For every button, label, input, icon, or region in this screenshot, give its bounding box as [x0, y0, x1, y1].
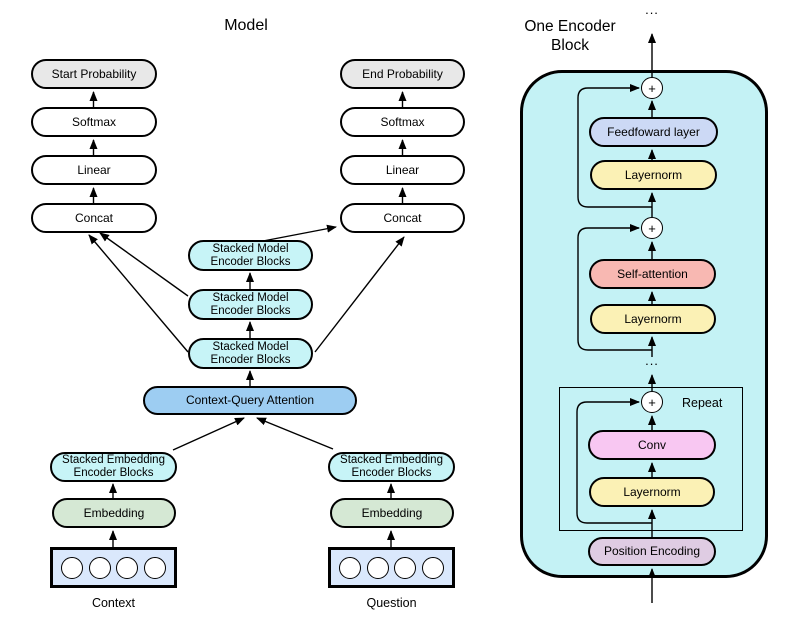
token-circle — [394, 556, 417, 579]
question-token-box — [328, 547, 455, 588]
node-stacked-model-encoder-2: Stacked Model Encoder Blocks — [188, 289, 313, 320]
node-start-probability: Start Probability — [31, 59, 157, 89]
token-circle — [366, 556, 389, 579]
token-circle — [421, 556, 444, 579]
skip-connection-conv — [576, 398, 652, 524]
arrow-stack1-to-concat-right — [314, 236, 405, 353]
repeat-label: Repeat — [682, 396, 723, 410]
node-position-encoding: Position Encoding — [588, 537, 716, 566]
node-concat-left: Concat — [31, 203, 157, 233]
context-label: Context — [91, 596, 136, 610]
node-conv: Conv — [588, 430, 716, 460]
context-token-box — [50, 547, 177, 588]
node-softmax-right: Softmax — [340, 107, 465, 137]
arrow-stack1-to-concat-left — [88, 234, 189, 353]
node-end-probability: End Probability — [340, 59, 465, 89]
token-circle — [88, 556, 111, 579]
node-feedforward-layer: Feedfoward layer — [589, 117, 718, 147]
token-circle — [143, 556, 166, 579]
node-stacked-model-encoder-3: Stacked Model Encoder Blocks — [188, 240, 313, 271]
residual-add-3: + — [641, 391, 663, 413]
node-linear-left: Linear — [31, 155, 157, 185]
node-stacked-embedding-encoder-right: Stacked Embedding Encoder Blocks — [328, 452, 455, 482]
residual-add-2: + — [641, 217, 663, 239]
ellipsis-middle: ... — [645, 353, 659, 368]
token-circle — [61, 556, 84, 579]
node-concat-right: Concat — [340, 203, 465, 233]
arrow-encblocks-right-to-cqa — [256, 417, 334, 450]
skip-connection-ff — [577, 84, 652, 208]
node-layernorm-1: Layernorm — [590, 160, 717, 190]
node-softmax-left: Softmax — [31, 107, 157, 137]
node-embedding-left: Embedding — [52, 498, 176, 528]
arrow-stack2-to-concat-left — [99, 232, 189, 297]
ellipsis-top: ... — [645, 2, 659, 17]
node-context-query-attention: Context-Query Attention — [143, 386, 357, 415]
node-linear-right: Linear — [340, 155, 465, 185]
question-label: Question — [366, 596, 417, 610]
residual-add-1: + — [641, 77, 663, 99]
arrow-stack3-to-concat-right — [262, 224, 337, 242]
encoder-block-title: One Encoder Block — [524, 18, 616, 54]
token-circle — [116, 556, 139, 579]
skip-connection-sa — [577, 224, 652, 351]
node-stacked-model-encoder-1: Stacked Model Encoder Blocks — [188, 338, 313, 369]
node-layernorm-3: Layernorm — [589, 477, 715, 507]
node-stacked-embedding-encoder-left: Stacked Embedding Encoder Blocks — [50, 452, 177, 482]
node-layernorm-2: Layernorm — [590, 304, 716, 334]
node-self-attention: Self-attention — [589, 259, 716, 289]
model-title: Model — [224, 17, 268, 34]
node-embedding-right: Embedding — [330, 498, 454, 528]
token-circle — [339, 556, 362, 579]
repeat-group-box — [559, 387, 743, 531]
arrow-encblocks-left-to-cqa — [172, 417, 245, 451]
